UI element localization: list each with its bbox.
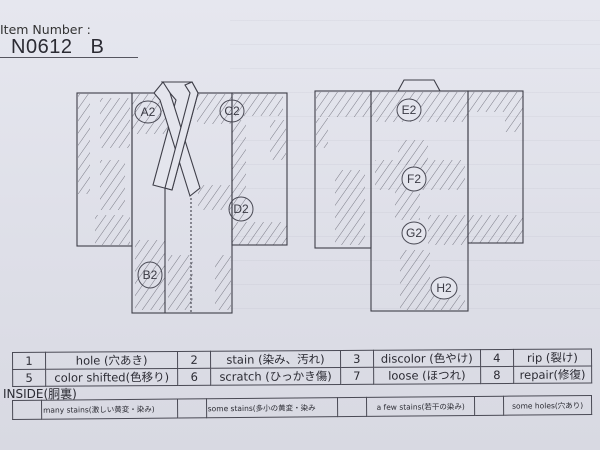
svg-text:F2: F2 (407, 172, 421, 186)
svg-text:B2: B2 (143, 268, 158, 282)
marker-c2: C2 (219, 99, 245, 123)
front-kimono (76, 81, 288, 314)
legend-label: color shifted(色移り) (45, 368, 178, 387)
back-kimono (314, 79, 524, 312)
some-holes-checkbox[interactable] (474, 396, 504, 416)
inside-option-label: some stains(多小の黄変・染み (206, 397, 338, 418)
few-stains-checkbox[interactable] (337, 397, 367, 417)
back-markers: E2 F2 G2 H2 (396, 98, 458, 300)
some-stains-checkbox[interactable] (177, 398, 207, 419)
legend-label: loose (ほつれ) (373, 366, 481, 385)
legend-label: discolor (色やけ) (373, 349, 481, 368)
front-collar (152, 81, 201, 197)
kimono-diagrams: A2 C2 D2 B2 E2 F2 (76, 79, 524, 314)
legend-num: 1 (12, 352, 46, 370)
legend-label: rip (裂け) (513, 348, 592, 367)
marker-e2: E2 (396, 98, 422, 122)
svg-text:E2: E2 (402, 103, 417, 117)
legend-label: hole (穴あき) (45, 351, 178, 370)
item-number-label: Item Number : (0, 22, 91, 37)
svg-text:H2: H2 (436, 281, 452, 295)
legend-num: 8 (480, 366, 514, 384)
item-number: N0612 B (11, 36, 104, 59)
marker-a2: A2 (134, 100, 162, 124)
legend-num: 6 (177, 368, 211, 386)
inside-option-label: a few stains(若干の染み) (366, 396, 475, 417)
back-collar-tab (397, 79, 441, 92)
inside-section-title: INSIDE(胴裏) (3, 387, 77, 401)
marker-g2: G2 (401, 221, 427, 245)
svg-text:D2: D2 (233, 202, 249, 216)
inside-option-label: many stains(激しい黄変・染み) (41, 399, 178, 420)
marker-d2: D2 (228, 196, 254, 222)
back-body (370, 90, 469, 312)
inside-row: many stains(激しい黄変・染み) some stains(多小の黄変・… (12, 395, 592, 420)
svg-text:C2: C2 (224, 104, 240, 118)
inside-option-label: some holes(穴あり) (503, 395, 592, 416)
inside-condition-table: many stains(激しい黄変・染み) some stains(多小の黄変・… (12, 395, 592, 420)
front-markers: A2 C2 D2 B2 (134, 99, 254, 289)
marker-f2: F2 (401, 166, 427, 192)
legend-num: 7 (340, 367, 374, 385)
legend-num: 4 (480, 349, 514, 367)
legend-num: 3 (340, 350, 374, 368)
many-stains-checkbox[interactable] (12, 400, 42, 420)
damage-legend-table: 1 hole (穴あき) 2 stain (染み、汚れ) 3 discolor … (12, 348, 592, 387)
back-stain-hatching (316, 92, 523, 310)
svg-text:G2: G2 (406, 226, 422, 240)
legend-label: repair(修復) (513, 365, 592, 384)
legend-num: 2 (177, 351, 211, 369)
front-stain-hatching (78, 94, 287, 310)
item-number-value: N0612 (11, 36, 73, 58)
legend-label: stain (染み、汚れ) (210, 350, 341, 369)
svg-text:A2: A2 (141, 105, 156, 119)
item-number-suffix: B (90, 36, 105, 58)
marker-h2: H2 (430, 276, 458, 300)
item-number-underline (0, 57, 138, 58)
marker-b2: B2 (137, 261, 163, 289)
legend-row: 5 color shifted(色移り) 6 scratch (ひっかき傷) 7… (12, 365, 592, 387)
legend-num: 5 (12, 369, 46, 387)
legend-label: scratch (ひっかき傷) (210, 367, 341, 386)
